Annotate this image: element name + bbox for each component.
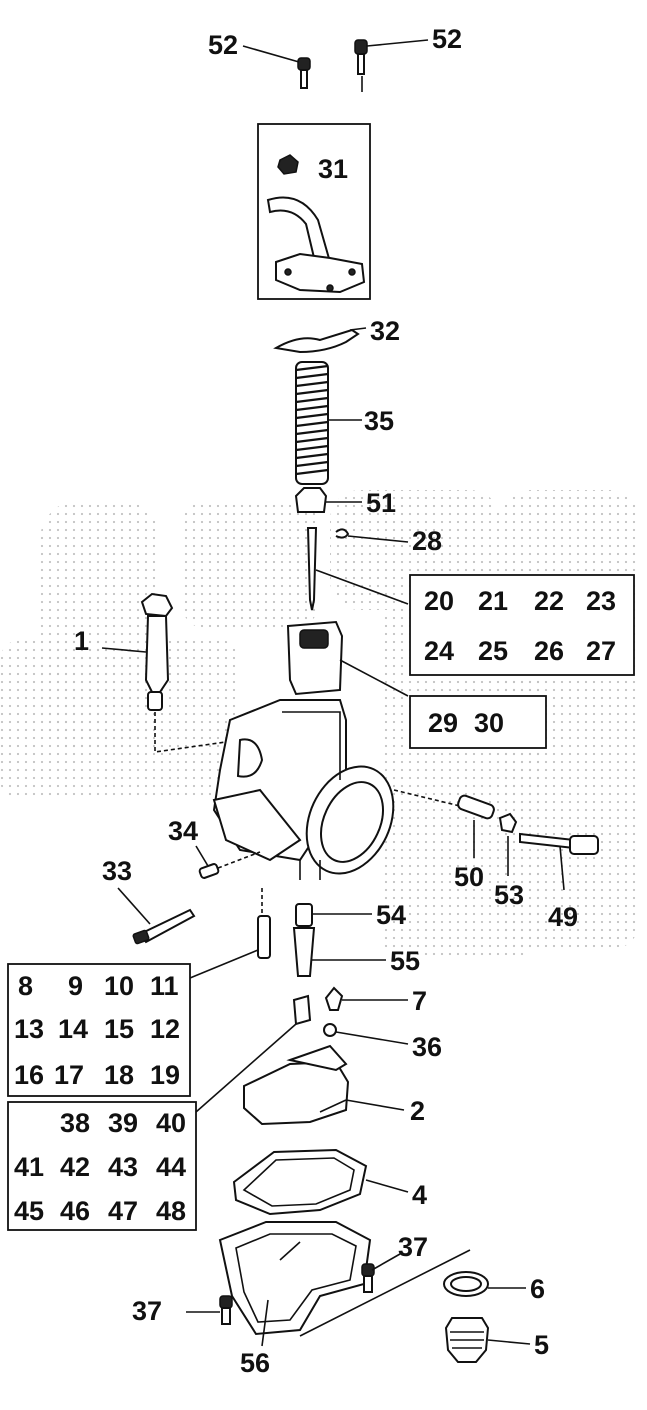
top-cover-assembly (257, 123, 371, 300)
throttle-valve-options-box: 29 30 (409, 695, 547, 749)
needle-option: 26 (534, 636, 564, 666)
pilot-jet-option: 9 (68, 971, 83, 1001)
needle-option: 25 (478, 636, 508, 666)
main-jet (195, 994, 312, 1113)
pilot-jet-option: 10 (104, 971, 134, 1001)
cable-plate (273, 327, 367, 354)
pilot-jet-option: 19 (150, 1060, 180, 1090)
bowl-screws (186, 1253, 401, 1325)
float (243, 1044, 405, 1126)
idle-screw-assembly (393, 789, 599, 891)
callout-49: 49 (548, 902, 578, 932)
callout-5: 5 (534, 1330, 549, 1360)
main-jet-option: 38 (60, 1108, 90, 1138)
pilot-jet-option: 18 (104, 1060, 134, 1090)
main-jet-option: 42 (60, 1152, 90, 1182)
callout-32: 32 (370, 316, 400, 346)
callout-28: 28 (412, 526, 442, 556)
callout-34: 34 (168, 816, 198, 846)
valve-option: 29 (428, 708, 458, 738)
callout-35: 35 (364, 406, 394, 436)
pilot-jet-option: 14 (58, 1014, 88, 1044)
callout-1: 1 (74, 626, 89, 656)
callout-53: 53 (494, 880, 524, 910)
callout-55: 55 (390, 946, 420, 976)
valve-option: 30 (474, 708, 504, 738)
callout-37-right: 37 (398, 1232, 428, 1262)
callout-54: 54 (376, 900, 406, 930)
needle-option: 21 (478, 586, 508, 616)
pilot-jet-options-box: 8 9 10 11 13 14 15 12 16 17 18 19 (7, 963, 191, 1097)
throttle-spring (295, 361, 362, 485)
pilot-jet-option: 16 (14, 1060, 44, 1090)
float-valve (323, 986, 409, 1045)
float-bowl-gasket (232, 1148, 409, 1216)
needle-option: 20 (424, 586, 454, 616)
main-jet-option: 41 (14, 1152, 44, 1182)
carburetor-body (212, 699, 395, 880)
needle-option: 22 (534, 586, 564, 616)
callout-2: 2 (410, 1096, 425, 1126)
needle-option: 24 (424, 636, 454, 666)
callout-50: 50 (454, 862, 484, 892)
callout-36: 36 (412, 1032, 442, 1062)
top-cover-screws (242, 39, 429, 92)
pilot-jet-option: 11 (150, 971, 179, 1001)
callout-31: 31 (318, 154, 348, 184)
main-jet-option: 40 (156, 1108, 186, 1138)
float-bowl (218, 1221, 471, 1347)
main-jet-option: 43 (108, 1152, 138, 1182)
pilot-jet-option: 17 (54, 1060, 84, 1090)
main-jet-option: 46 (60, 1196, 90, 1226)
needle-options-box: 20 21 22 23 24 25 26 27 (409, 574, 635, 676)
needle-clip (335, 528, 409, 543)
callout-6: 6 (530, 1274, 545, 1304)
callout-7: 7 (412, 986, 427, 1016)
callout-4: 4 (412, 1180, 427, 1210)
main-jet-option: 45 (14, 1196, 44, 1226)
main-jet-option: 39 (108, 1108, 138, 1138)
callout-56: 56 (240, 1348, 270, 1378)
pilot-jet-option: 13 (14, 1014, 44, 1044)
pilot-jet-option: 8 (18, 971, 33, 1001)
callout-52-right: 52 (432, 24, 462, 54)
main-jet-option: 48 (156, 1196, 186, 1226)
throttle-valve (286, 620, 409, 697)
main-jet-options-box: 38 39 40 41 42 43 44 45 46 47 48 (7, 1101, 197, 1231)
pilot-jet (189, 888, 271, 979)
pilot-jet-option: 12 (150, 1014, 180, 1044)
main-jet-option: 44 (156, 1152, 186, 1182)
air-screw (117, 845, 261, 945)
callout-52-left: 52 (208, 30, 238, 60)
callout-37-left: 37 (132, 1296, 162, 1326)
needle-jet-and-atomizer (292, 903, 386, 977)
callout-51: 51 (366, 488, 396, 518)
needle-option: 27 (586, 636, 616, 666)
drain-plug-assembly (443, 1271, 531, 1363)
jet-needle (306, 527, 409, 611)
callout-33: 33 (102, 856, 132, 886)
pilot-jet-option: 15 (104, 1014, 134, 1044)
needle-holder (294, 487, 362, 513)
main-jet-option: 47 (108, 1196, 138, 1226)
needle-option: 23 (586, 586, 616, 616)
